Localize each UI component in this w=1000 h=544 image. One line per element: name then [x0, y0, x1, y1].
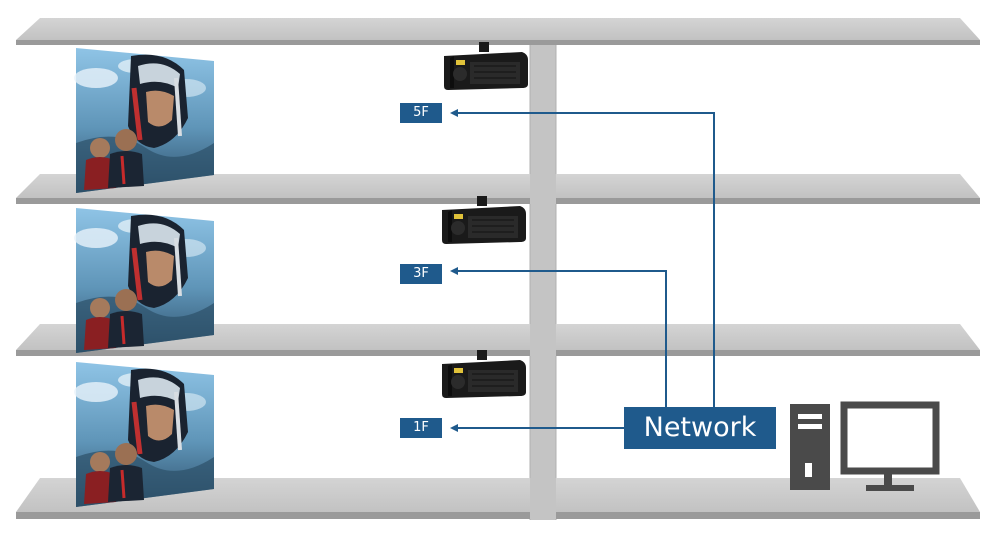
computer-tower-icon	[790, 404, 830, 490]
network-box: Network	[624, 407, 776, 449]
floor-slab-1f	[16, 478, 980, 519]
poster-image-5f	[74, 48, 214, 193]
network-connections	[450, 109, 715, 432]
link-3f	[450, 267, 667, 407]
poster-image-3f	[74, 208, 214, 353]
floor-label-5f: 5F	[400, 103, 442, 123]
center-pillar	[530, 36, 556, 520]
projector-icon-1f	[441, 349, 527, 399]
floor-slab-top	[16, 18, 980, 45]
link-5f	[450, 109, 715, 407]
monitor-icon	[840, 401, 940, 491]
projector-icon-5f	[443, 41, 529, 91]
floor-label-3f: 3F	[400, 264, 442, 284]
poster-image-1f	[74, 362, 214, 507]
floor-slab-5f	[16, 174, 980, 204]
floor-slab-3f	[16, 324, 980, 356]
floor-label-1f: 1F	[400, 418, 442, 438]
